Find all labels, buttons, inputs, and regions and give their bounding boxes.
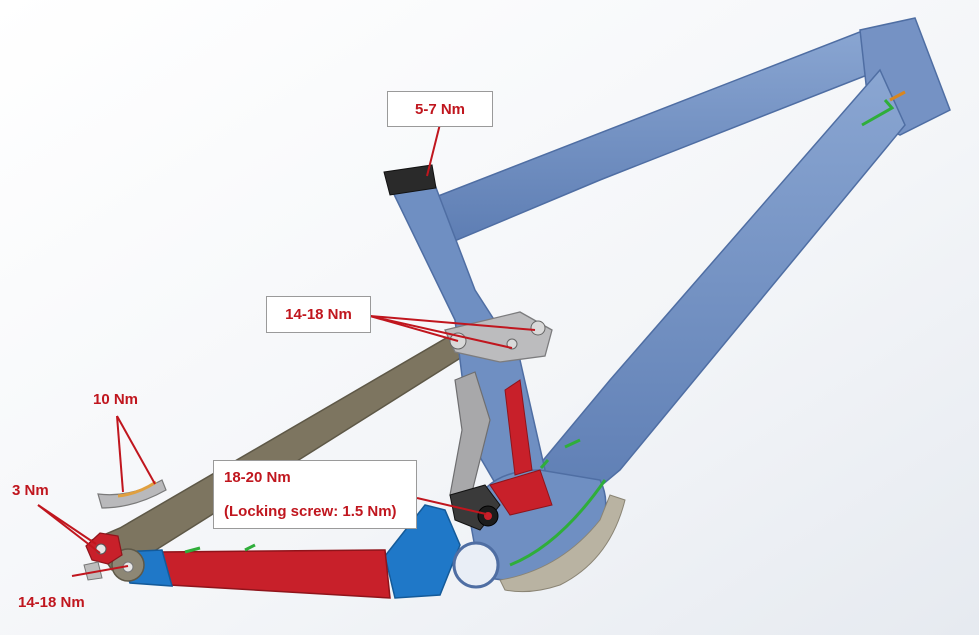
shock-red-part — [504, 379, 533, 476]
brake-mount-torque-label: 10 Nm — [93, 391, 139, 408]
main-pivot-locking-value: (Locking screw: 1.5 Nm) — [224, 503, 397, 520]
leader-rocker-3 — [369, 315, 513, 349]
leader-main-pivot — [416, 497, 487, 515]
downtube-protector — [499, 494, 626, 593]
cable-guide-green — [509, 479, 607, 567]
headtube-port-orange — [889, 90, 906, 102]
rocker-pivot-front — [530, 320, 546, 336]
main-pivot-torque-value: 18-20 Nm — [224, 469, 291, 486]
brake-mount-accent — [117, 480, 157, 498]
seat-clamp-torque-label: 5-7 Nm — [387, 91, 493, 127]
headtube-cable-green — [861, 99, 895, 127]
main-pivot-torque-label: 18-20 Nm (Locking screw: 1.5 Nm) — [213, 460, 417, 529]
leader-hanger-2 — [37, 504, 101, 554]
hanger-tab — [83, 561, 103, 581]
bb-shell-ring — [452, 541, 500, 589]
leader-seat-clamp — [426, 123, 441, 177]
green-tab-1 — [564, 438, 581, 449]
leader-brake-2 — [116, 415, 156, 485]
green-tab-3 — [184, 546, 201, 554]
green-tab-2 — [539, 459, 550, 469]
leader-rocker-1 — [369, 315, 536, 331]
leader-lines — [37, 123, 536, 577]
chainstay-blue-section — [384, 504, 461, 599]
derailleur-hanger-torque-label: 3 Nm — [12, 482, 49, 499]
green-tab-4 — [244, 543, 256, 552]
leader-brake-1 — [116, 415, 124, 493]
rear-axle-torque-label: 14-18 Nm — [18, 594, 85, 611]
seat-clamp — [383, 164, 437, 196]
leader-axle — [71, 565, 129, 577]
hanger-bolt — [95, 543, 107, 555]
rocker-pivot-torque-label: 14-18 Nm — [266, 296, 371, 333]
main-pivot-red — [489, 469, 553, 516]
